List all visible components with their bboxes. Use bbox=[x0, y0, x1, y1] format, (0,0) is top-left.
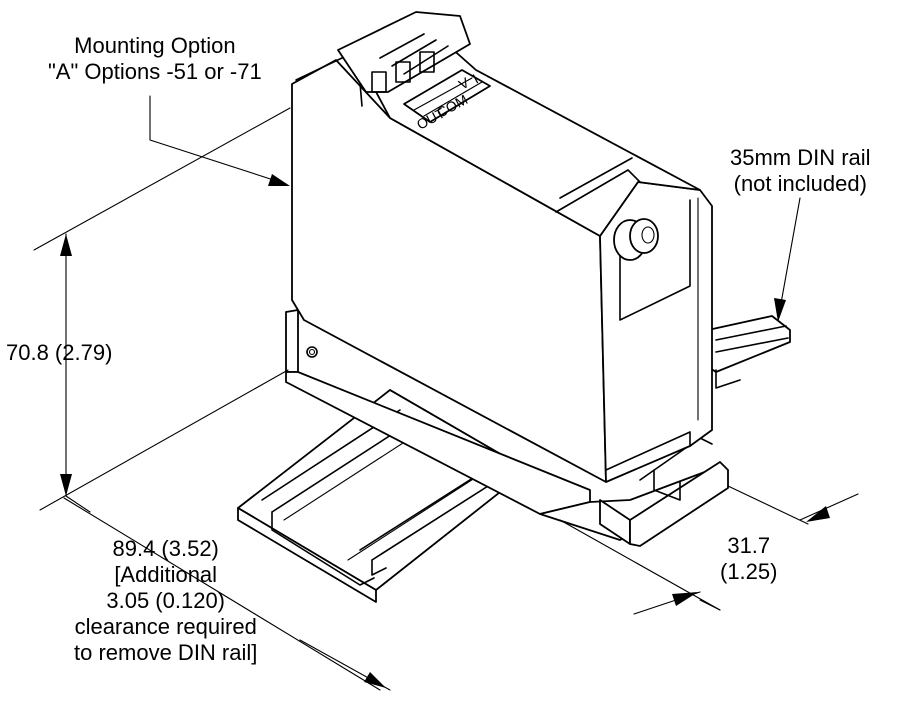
width-line-2: (1.25) bbox=[720, 559, 778, 584]
module-housing bbox=[291, 11, 713, 483]
din-rail-rear bbox=[707, 315, 791, 389]
mounting-base bbox=[285, 309, 729, 547]
height-dimension bbox=[33, 107, 291, 513]
leader-lines bbox=[149, 95, 801, 322]
din-rail-line-1: 35mm DIN rail bbox=[730, 145, 871, 170]
din-rail-line-2: (not included) bbox=[733, 171, 867, 196]
width-line-1: 31.7 bbox=[727, 533, 771, 558]
depth-dimension-label: 89.4 (3.52) [Additional 3.05 (0.120) cle… bbox=[74, 536, 257, 666]
height-dimension-label: 70.8 (2.79) bbox=[6, 340, 112, 366]
mounting-option-line-2: "A" Options -51 or -71 bbox=[48, 59, 262, 84]
width-dimension-label: 31.7 (1.25) bbox=[720, 533, 777, 585]
depth-line-1: 89.4 (3.52) bbox=[112, 536, 219, 561]
depth-line-4: clearance required bbox=[74, 614, 257, 639]
height-value: 70.8 (2.79) bbox=[6, 340, 113, 365]
terminal-i-label: I bbox=[470, 71, 481, 87]
depth-line-5: to remove DIN rail] bbox=[74, 640, 258, 665]
din-rail-callout: 35mm DIN rail (not included) bbox=[730, 145, 871, 197]
depth-dimension bbox=[63, 497, 721, 691]
depth-line-3: 3.05 (0.120) bbox=[106, 588, 226, 613]
width-dimension bbox=[699, 485, 859, 611]
depth-line-2: [Additional bbox=[114, 562, 218, 587]
mounting-option-callout: Mounting Option "A" Options -51 or -71 bbox=[48, 33, 262, 85]
mounting-option-line-1: Mounting Option bbox=[74, 33, 236, 58]
